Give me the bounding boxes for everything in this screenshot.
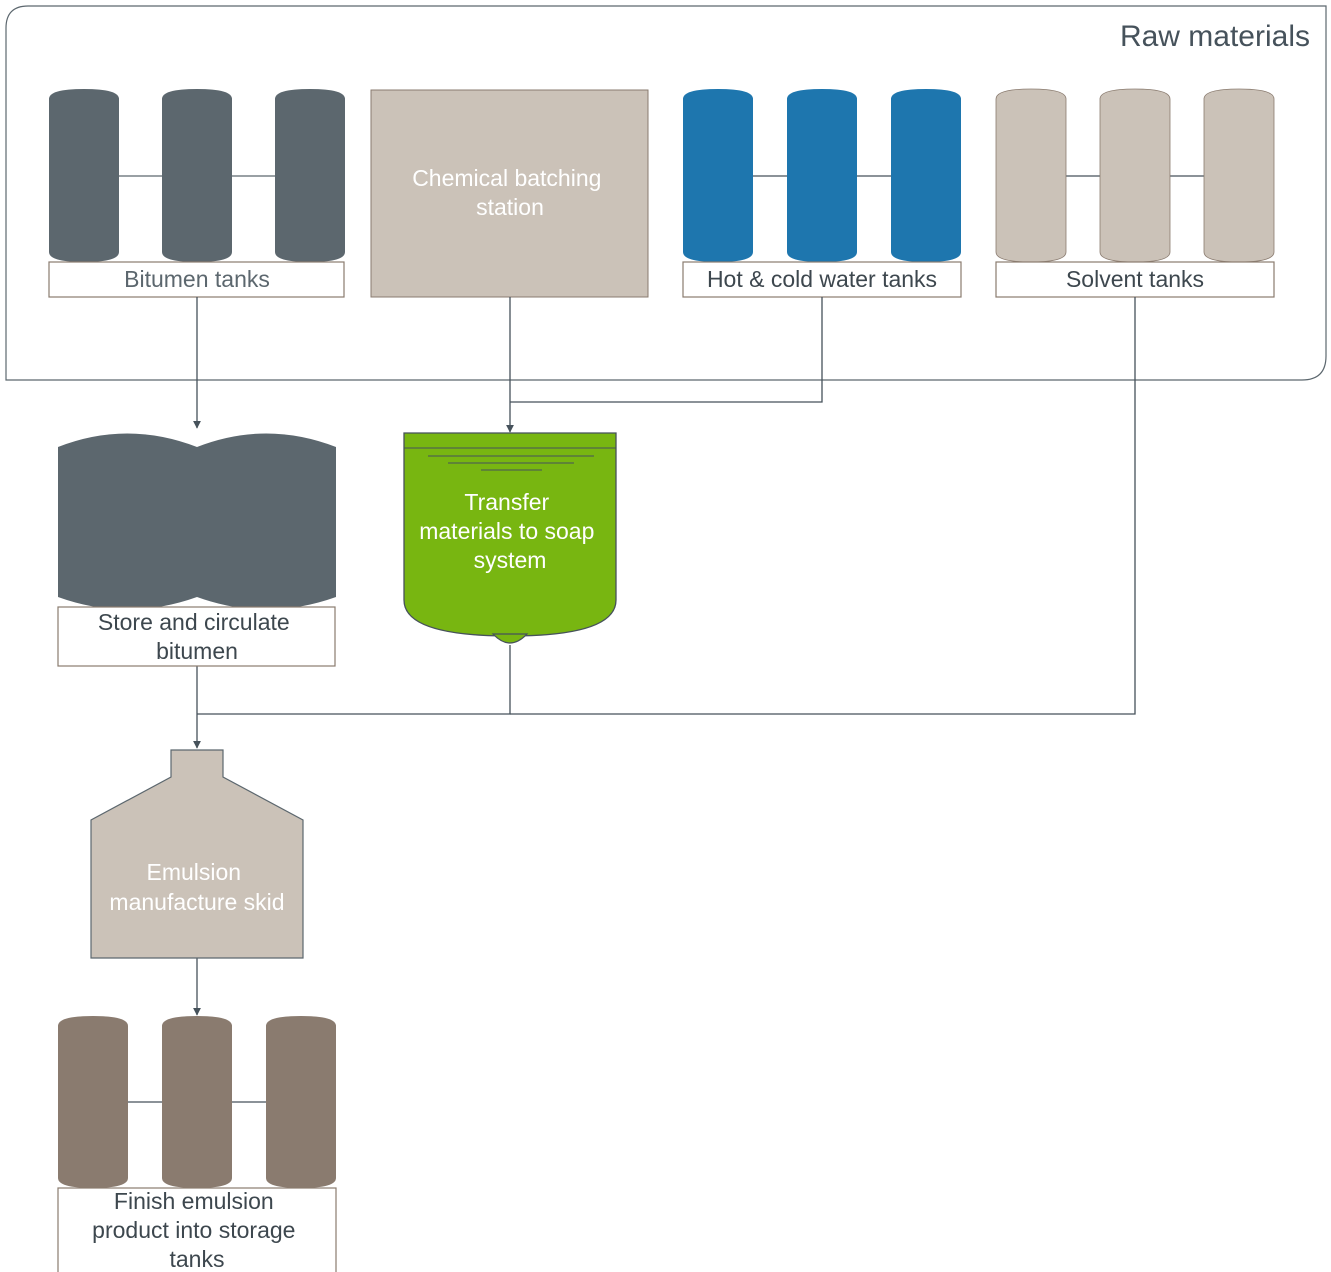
chemical-batching-station: Chemical batching station xyxy=(370,89,649,298)
storage-tank-1 xyxy=(58,1016,128,1188)
chemical-batching-box xyxy=(370,89,649,298)
storage-tank-2 xyxy=(162,1016,232,1188)
store-bitumen-label-box xyxy=(57,606,336,667)
solvent-tank-3 xyxy=(1203,88,1275,263)
emulsion-skid-shape xyxy=(90,749,304,959)
storage-tanks: Finish emulsion product into storage tan… xyxy=(57,1016,337,1272)
bitumen-tanks-label: Bitumen tanks xyxy=(124,266,270,292)
store-bitumen-label: Store and circulate bitumen xyxy=(98,609,296,664)
water-tank-2 xyxy=(787,89,857,262)
chemical-batching-label: Chemical batching station xyxy=(412,165,608,220)
water-tank-3 xyxy=(891,89,961,262)
water-tanks-label-box xyxy=(682,261,962,298)
bitumen-tank-2 xyxy=(162,89,232,262)
solvent-tanks-label: Solvent tanks xyxy=(1066,266,1204,292)
solvent-tank-2 xyxy=(1099,88,1171,263)
solvent-tank-1 xyxy=(995,88,1067,263)
water-tanks: Hot & cold water tanks xyxy=(682,89,962,298)
emulsion-skid-label: Emulsion manufacture skid xyxy=(109,859,284,915)
soap-system: Transfer materials to soap system xyxy=(403,432,617,644)
store-bitumen-tank-right xyxy=(197,433,336,610)
raw-materials-title: Raw materials xyxy=(1120,20,1310,53)
bitumen-tanks-label-box xyxy=(48,261,345,298)
water-tank-1 xyxy=(683,89,753,262)
raw-materials-group xyxy=(5,5,1327,381)
bitumen-tanks: Bitumen tanks xyxy=(48,89,345,298)
store-bitumen-tank-left xyxy=(58,433,197,610)
soap-system-outlet xyxy=(491,633,529,644)
store-bitumen: Store and circulate bitumen xyxy=(57,433,336,667)
soap-system-label: Transfer materials to soap system xyxy=(419,489,601,573)
water-tanks-label: Hot & cold water tanks xyxy=(707,266,937,292)
connector-water-to-soap xyxy=(510,297,823,403)
solvent-tanks: Solvent tanks xyxy=(995,88,1275,298)
storage-tank-3 xyxy=(266,1016,336,1188)
bitumen-tank-1 xyxy=(49,89,119,262)
storage-tanks-label: Finish emulsion product into storage tan… xyxy=(92,1188,302,1272)
emulsion-skid: Emulsion manufacture skid xyxy=(90,749,304,959)
storage-tanks-label-box xyxy=(57,1187,337,1272)
connector-solvent-to-skid xyxy=(510,297,1136,715)
bitumen-tank-3 xyxy=(275,89,345,262)
connectors xyxy=(193,297,1136,1016)
